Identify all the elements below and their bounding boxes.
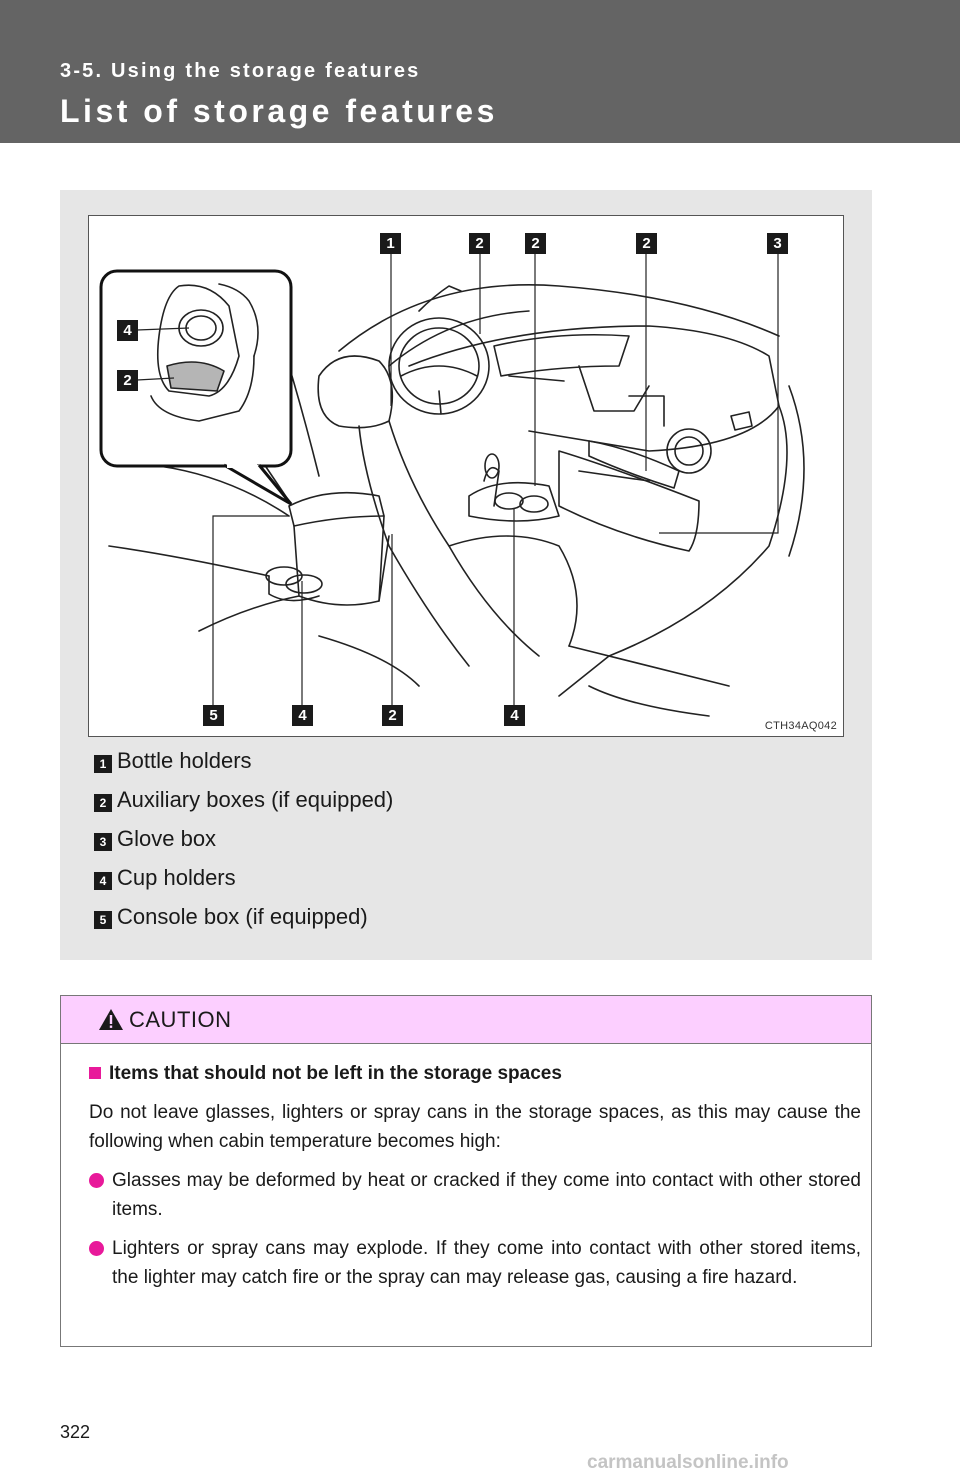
callout-top-5: 3 bbox=[767, 233, 788, 254]
callout-bottom-1: 5 bbox=[203, 705, 224, 726]
legend-number: 2 bbox=[94, 794, 112, 812]
figure-code: CTH34AQ042 bbox=[764, 720, 837, 732]
callout-bottom-3: 2 bbox=[382, 705, 403, 726]
warning-triangle-icon bbox=[99, 1009, 123, 1030]
interior-illustration: 1 2 2 2 3 4 2 5 4 2 4 CTH34AQ042 bbox=[88, 215, 844, 737]
callout-top-1: 1 bbox=[380, 233, 401, 254]
caution-intro: Do not leave glasses, lighters or spray … bbox=[89, 1102, 861, 1152]
circle-bullet-icon bbox=[89, 1173, 104, 1188]
page-title: List of storage features bbox=[60, 93, 498, 129]
legend-label: Glove box bbox=[117, 826, 217, 851]
legend-number: 1 bbox=[94, 755, 112, 773]
caution-subheading: Items that should not be left in the sto… bbox=[89, 1063, 562, 1085]
watermark: carmanualsonline.info bbox=[587, 1452, 789, 1473]
legend-label: Console box (if equipped) bbox=[117, 904, 368, 929]
car-interior-drawing bbox=[99, 253, 805, 717]
circle-bullet-icon bbox=[89, 1241, 104, 1256]
page-header: 3-5. Using the storage features List of … bbox=[0, 0, 960, 143]
callout-inset-2: 2 bbox=[117, 370, 138, 391]
callout-top-3: 2 bbox=[525, 233, 546, 254]
legend-number: 4 bbox=[94, 872, 112, 890]
square-bullet-icon bbox=[89, 1067, 101, 1079]
callout-top-4: 2 bbox=[636, 233, 657, 254]
caution-header: CAUTION bbox=[61, 996, 871, 1044]
legend-number: 5 bbox=[94, 911, 112, 929]
legend-number: 3 bbox=[94, 833, 112, 851]
callout-bottom-2: 4 bbox=[292, 705, 313, 726]
caution-bullet-text: Lighters or spray cans may explode. If t… bbox=[112, 1238, 861, 1288]
callout-top-2: 2 bbox=[469, 233, 490, 254]
callout-inset-1: 4 bbox=[117, 320, 138, 341]
legend-label: Auxiliary boxes (if equipped) bbox=[117, 787, 394, 812]
section-label: 3-5. Using the storage features bbox=[60, 60, 421, 82]
legend-label: Bottle holders bbox=[117, 748, 252, 773]
caution-bullet-text: Glasses may be deformed by heat or crack… bbox=[112, 1170, 861, 1220]
page-number: 322 bbox=[60, 1422, 91, 1442]
callout-bottom-4: 4 bbox=[504, 705, 525, 726]
caution-box: CAUTION Items that should not be left in… bbox=[60, 995, 872, 1347]
legend-label: Cup holders bbox=[117, 865, 236, 890]
caution-title: CAUTION bbox=[129, 1007, 232, 1032]
caution-subheading-text: Items that should not be left in the sto… bbox=[109, 1063, 562, 1084]
